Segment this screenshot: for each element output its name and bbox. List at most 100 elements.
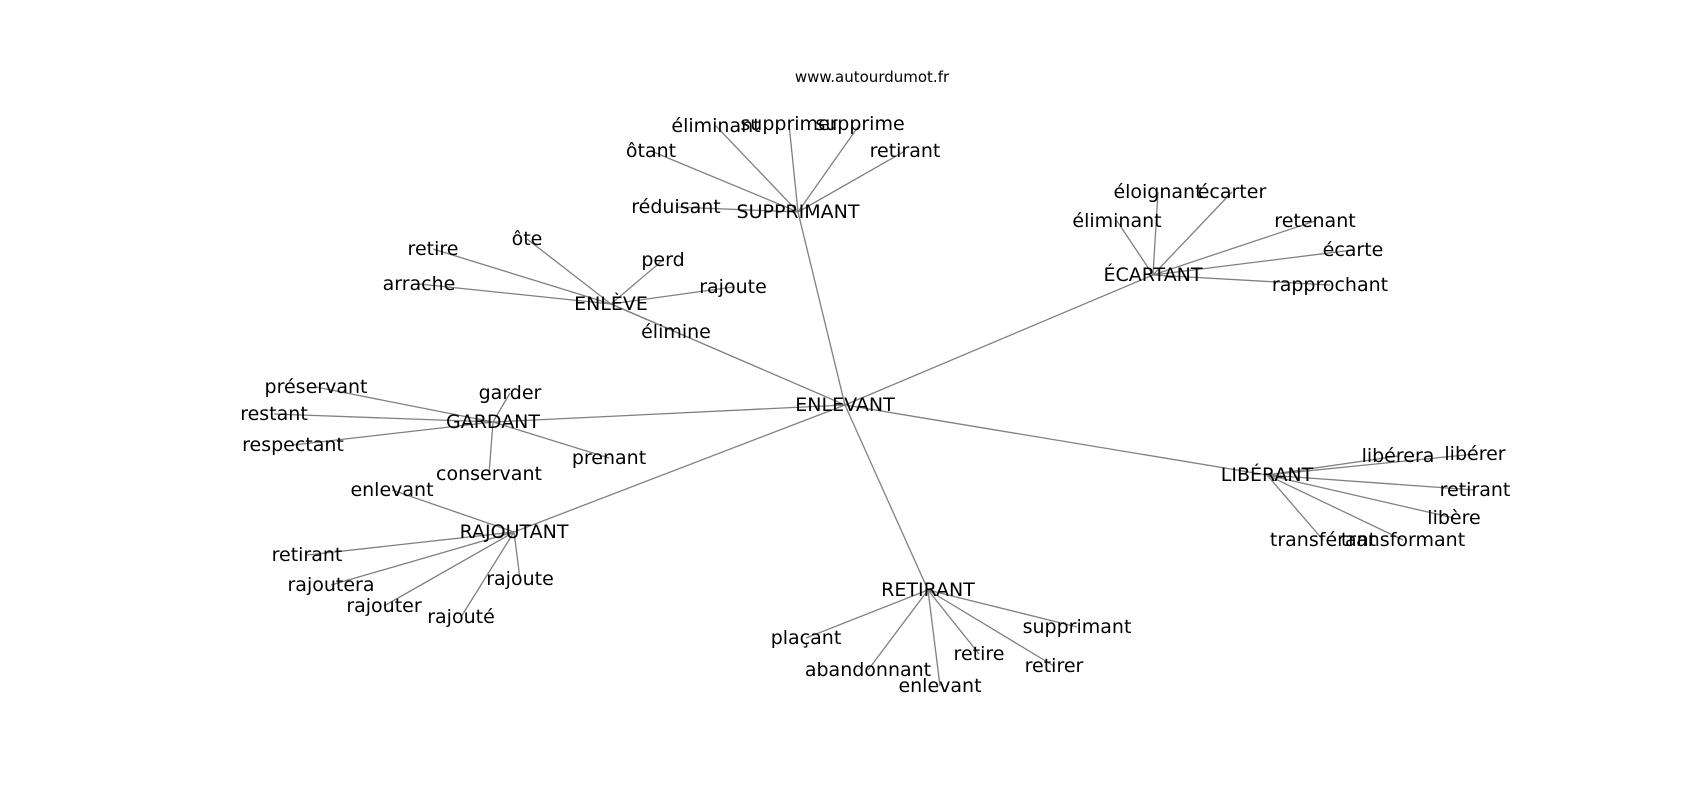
leaf-word: rapprochant — [1272, 274, 1388, 296]
edge-h_supprimant-leaf-0 — [715, 125, 799, 213]
edge-h_liberant-leaf-1 — [1266, 453, 1476, 476]
graph-edges — [273, 123, 1476, 687]
edge-h_retirant-leaf-3 — [927, 589, 1055, 667]
edge-h_liberant-leaf-5 — [1266, 474, 1404, 541]
leaf-word: rajouté — [427, 606, 495, 628]
edge-h_enleve-leaf-0 — [526, 238, 612, 305]
leaf-word: ôtant — [626, 140, 676, 162]
edge-h_ecartant-leaf-0 — [1152, 191, 1159, 276]
edge-center-h_rajoutant — [513, 404, 846, 533]
edge-h_retirant-leaf-5 — [927, 589, 941, 687]
edge-h_enleve-leaf-5 — [610, 303, 677, 333]
leaf-word: réduisant — [631, 196, 721, 218]
edge-h_liberant-leaf-2 — [1266, 474, 1476, 491]
leaf-word: retenant — [1274, 210, 1355, 232]
edge-h_rajoutant-leaf-5 — [460, 531, 515, 618]
leaf-word: supprime — [815, 113, 904, 135]
edge-h_retirant-leaf-4 — [867, 589, 929, 671]
leaf-word: transformant — [1341, 529, 1465, 551]
edge-center-h_retirant — [844, 404, 929, 591]
edge-h_ecartant-leaf-4 — [1152, 249, 1354, 276]
edge-h_gardant-leaf-1 — [492, 392, 511, 423]
edge-h_supprimant-leaf-5 — [675, 206, 799, 213]
edge-h_supprimant-leaf-2 — [797, 123, 861, 213]
leaf-word: préservant — [265, 376, 368, 398]
edge-h_rajoutant-leaf-2 — [330, 531, 515, 586]
edge-h_retirant-leaf-2 — [927, 589, 980, 655]
hub-word-h_retirant: RETIRANT — [881, 579, 975, 601]
leaf-word: écarter — [1198, 181, 1267, 203]
edge-h_supprimant-leaf-3 — [797, 150, 906, 213]
edge-h_enleve-leaf-4 — [418, 283, 612, 305]
edge-center-h_supprimant — [797, 211, 846, 406]
leaf-word: éliminant — [671, 115, 760, 137]
leaf-word: rajoute — [699, 276, 767, 298]
center-word: ENLEVANT — [795, 394, 895, 416]
hub-word-h_ecartant: ÉCARTANT — [1103, 263, 1202, 286]
edge-h_liberant-leaf-4 — [1266, 474, 1324, 541]
edge-center-h_liberant — [844, 404, 1268, 476]
edge-h_ecartant-leaf-2 — [1116, 220, 1154, 276]
hub-word-h_enleve: ENLÈVE — [574, 292, 648, 315]
leaf-word: transférant — [1270, 529, 1376, 551]
edge-center-h_ecartant — [844, 274, 1154, 406]
edge-h_gardant-leaf-0 — [315, 386, 494, 423]
edge-h_liberant-leaf-0 — [1266, 455, 1399, 476]
edge-h_gardant-leaf-2 — [273, 413, 494, 423]
edge-h_gardant-leaf-5 — [492, 421, 610, 459]
leaf-word: retire — [954, 643, 1005, 665]
edge-h_supprimant-leaf-4 — [650, 150, 799, 213]
leaf-word: retirant — [1440, 479, 1511, 501]
leaf-word: rajoutera — [288, 574, 375, 596]
edge-h_liberant-leaf-3 — [1266, 474, 1455, 519]
edge-h_retirant-leaf-0 — [927, 589, 1078, 628]
hub-word-h_supprimant: SUPPRIMANT — [737, 201, 860, 223]
hub-word-h_rajoutant: RAJOUTANT — [460, 521, 569, 543]
edge-h_ecartant-leaf-3 — [1152, 220, 1316, 276]
edge-h_ecartant-leaf-1 — [1152, 191, 1233, 276]
edge-h_gardant-leaf-3 — [292, 421, 494, 446]
leaf-word: écarte — [1323, 239, 1384, 261]
leaf-word: rajoute — [486, 568, 554, 590]
edge-h_enleve-leaf-3 — [610, 286, 734, 305]
leaf-word: élimine — [641, 321, 711, 343]
leaf-word: perd — [641, 249, 684, 271]
leaf-word: enlevant — [898, 675, 981, 697]
leaf-word: enlevant — [350, 479, 433, 501]
edge-h_enleve-leaf-1 — [432, 248, 612, 305]
edge-h_rajoutant-leaf-3 — [513, 531, 521, 580]
leaf-word: retirer — [1025, 655, 1084, 677]
hub-word-h_gardant: GARDANT — [446, 411, 540, 433]
edge-h_gardant-leaf-4 — [488, 421, 494, 475]
site-url: www.autourdumot.fr — [795, 68, 950, 86]
leaf-word: plaçant — [771, 627, 842, 649]
leaf-word: rajouter — [346, 595, 422, 617]
edge-h_rajoutant-leaf-0 — [391, 489, 515, 533]
edge-h_rajoutant-leaf-1 — [306, 531, 515, 556]
leaf-word: retire — [408, 238, 459, 260]
edge-h_rajoutant-leaf-4 — [383, 531, 515, 607]
leaf-word: respectant — [242, 434, 344, 456]
leaf-word: éloignant — [1113, 181, 1202, 203]
leaf-word: prenant — [572, 447, 646, 469]
leaf-word: supprimer — [740, 113, 837, 135]
edge-center-h_gardant — [492, 404, 846, 423]
leaf-word: supprimant — [1023, 616, 1132, 638]
edge-h_supprimant-leaf-1 — [788, 123, 799, 213]
leaf-word: garder — [479, 382, 542, 404]
edge-h_ecartant-leaf-5 — [1152, 274, 1331, 286]
leaf-word: retirant — [870, 140, 941, 162]
leaf-word: éliminant — [1072, 210, 1161, 232]
leaf-word: libérera — [1362, 445, 1435, 467]
hub-word-h_liberant: LIBÉRANT — [1221, 463, 1314, 486]
leaf-word: ôte — [512, 228, 543, 250]
leaf-word: conservant — [436, 463, 542, 485]
leaf-word: retirant — [272, 544, 343, 566]
leaf-word: arrache — [383, 273, 456, 295]
leaf-word: libère — [1427, 507, 1480, 529]
leaf-word: libérer — [1444, 443, 1505, 465]
edge-h_enleve-leaf-2 — [610, 259, 664, 305]
edge-h_retirant-leaf-1 — [805, 589, 929, 639]
leaf-word: restant — [240, 403, 308, 425]
